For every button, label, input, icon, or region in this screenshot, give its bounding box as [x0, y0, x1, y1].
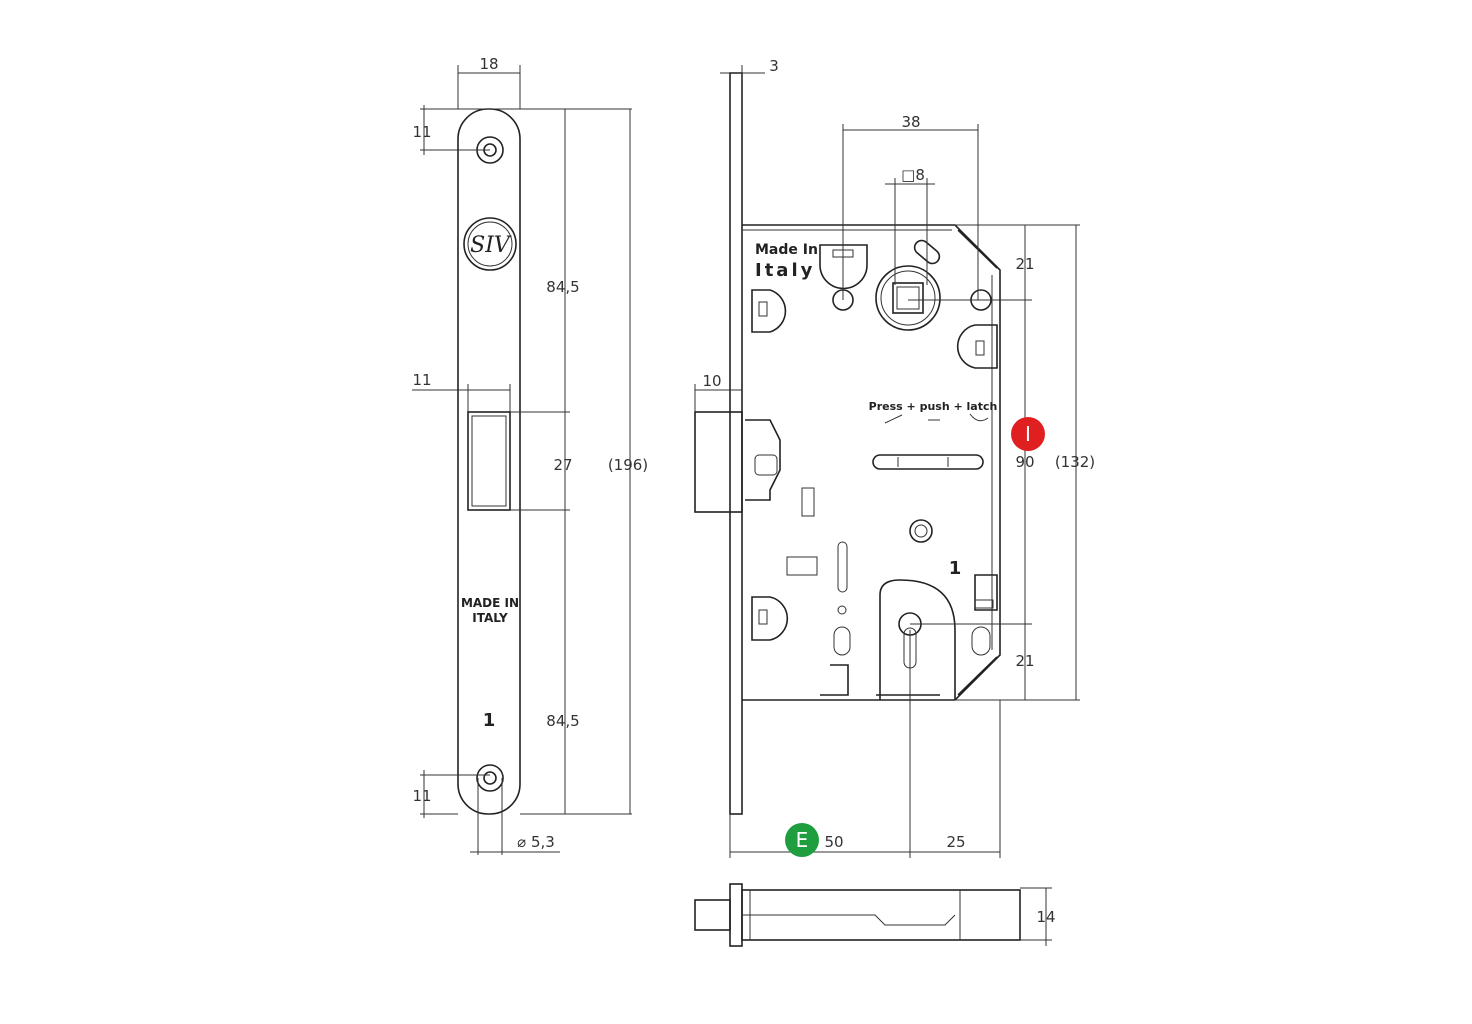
dim-key-offset: 25 [946, 833, 965, 851]
lock-body-view: Made In Italy Press + push + latch 1 3 3… [694, 57, 1095, 858]
bolt-slot [872, 454, 984, 470]
dim-plate-thickness: 3 [769, 57, 779, 75]
faceplate-view: SIV MADE IN ITALY 1 18 11 84,5 27 84,5 (… [412, 55, 648, 855]
made-in-text: MADE IN [461, 596, 519, 610]
dim-slot-width: 11 [412, 371, 431, 389]
model-number: 1 [483, 710, 496, 731]
dim-spindle-square: □8 [901, 166, 925, 184]
screw-hole-bottom [476, 764, 504, 792]
dim-top-offset: 21 [1015, 255, 1034, 273]
badge-i: I [1011, 417, 1045, 451]
latch-bolt [694, 411, 743, 513]
dim-spindle-to-top: 38 [901, 113, 920, 131]
badge-e: E [785, 823, 819, 857]
dim-slot-height: 27 [553, 456, 572, 474]
front-plate [729, 72, 743, 815]
made-in-label: Made In [755, 242, 818, 258]
spindle-hub [875, 265, 941, 331]
dim-body-height: (132) [1055, 453, 1095, 471]
latch-slot [467, 411, 511, 511]
siv-logo: SIV [463, 217, 517, 271]
dim-hole-diameter: ⌀ 5,3 [517, 833, 555, 851]
dim-depth: 14 [1036, 908, 1055, 926]
dim-center-distance: 90 [1015, 453, 1034, 471]
dim-top-hole: 11 [412, 123, 431, 141]
cylinder-housing [879, 579, 956, 700]
bottom-view: 14 [694, 883, 1056, 947]
dim-total: (196) [608, 456, 648, 474]
dim-upper: 84,5 [546, 278, 579, 296]
italy-label: Italy [755, 260, 815, 281]
dim-lower: 84,5 [546, 712, 579, 730]
dim-bottom-offset: 21 [1015, 652, 1034, 670]
instruction-text: Press + push + latch [869, 400, 998, 413]
body-outline [742, 224, 1001, 701]
svg-text:E: E [796, 828, 809, 852]
dim-width: 18 [479, 55, 498, 73]
svg-text:SIV: SIV [470, 233, 512, 258]
italy-text: ITALY [472, 611, 508, 625]
body-model-number: 1 [949, 558, 962, 579]
svg-text:I: I [1025, 422, 1031, 446]
dim-bottom-hole: 11 [412, 787, 431, 805]
dim-latch-projection: 10 [702, 372, 721, 390]
dim-backset: 50 [824, 833, 843, 851]
